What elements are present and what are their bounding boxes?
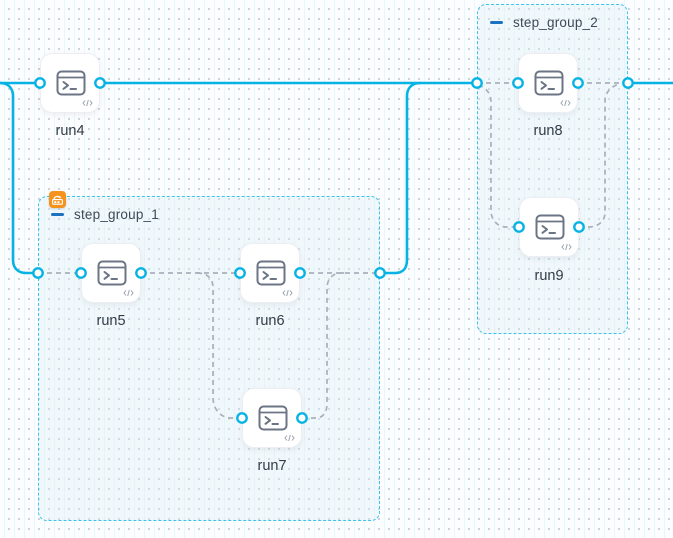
node-run7[interactable]: [242, 388, 302, 448]
port-run9-out[interactable]: [573, 221, 585, 233]
node-run5[interactable]: [81, 243, 141, 303]
edge-upstream-to-step-group-1[interactable]: [0, 81, 40, 275]
port-run4-out[interactable]: [94, 77, 106, 89]
code-icon: [560, 99, 571, 107]
collapse-group-1-button[interactable]: [50, 207, 65, 222]
minus-icon: [490, 20, 503, 25]
edge-step-group-1-to-step-group-2[interactable]: [378, 81, 422, 275]
node-run6[interactable]: [240, 243, 300, 303]
port-run6-in[interactable]: [234, 267, 246, 279]
port-group1-exit[interactable]: [374, 267, 386, 279]
port-run5-in[interactable]: [75, 267, 87, 279]
port-run9-in[interactable]: [513, 221, 525, 233]
port-run8-out[interactable]: [572, 77, 584, 89]
port-run7-out[interactable]: [296, 412, 308, 424]
code-icon: [82, 99, 93, 107]
port-group2-entry[interactable]: [471, 77, 483, 89]
edge-run7-to-group1-exit[interactable]: [302, 272, 348, 419]
port-run4-in[interactable]: [34, 77, 46, 89]
code-icon: [561, 243, 572, 251]
node-run9[interactable]: [519, 197, 579, 257]
terminal-icon: [256, 260, 286, 286]
port-run5-out[interactable]: [135, 267, 147, 279]
node-label-run4: run4: [55, 123, 85, 139]
node-label-run7: run7: [257, 458, 287, 474]
port-run8-in[interactable]: [512, 77, 524, 89]
node-run8[interactable]: [518, 53, 578, 113]
port-group2-exit[interactable]: [622, 77, 634, 89]
terminal-icon: [258, 405, 288, 431]
terminal-icon: [97, 260, 127, 286]
code-icon: [284, 434, 295, 442]
node-label-run8: run8: [533, 123, 563, 139]
node-label-run5: run5: [96, 313, 126, 329]
node-label-run9: run9: [534, 268, 564, 284]
code-icon: [123, 289, 134, 297]
port-run6-out[interactable]: [294, 267, 306, 279]
port-run7-in[interactable]: [236, 412, 248, 424]
node-run4[interactable]: [40, 53, 100, 113]
collapse-group-2-button[interactable]: [489, 15, 504, 30]
port-group1-entry[interactable]: [32, 267, 44, 279]
terminal-icon: [56, 70, 86, 96]
node-label-run6: run6: [255, 313, 285, 329]
terminal-icon: [534, 70, 564, 96]
terminal-icon: [535, 214, 565, 240]
minus-icon: [51, 212, 64, 217]
group-1-label: step_group_1: [74, 207, 159, 222]
group-2-label: step_group_2: [513, 15, 598, 30]
code-icon: [282, 289, 293, 297]
loop-over-steps-badge-icon: [49, 191, 66, 208]
